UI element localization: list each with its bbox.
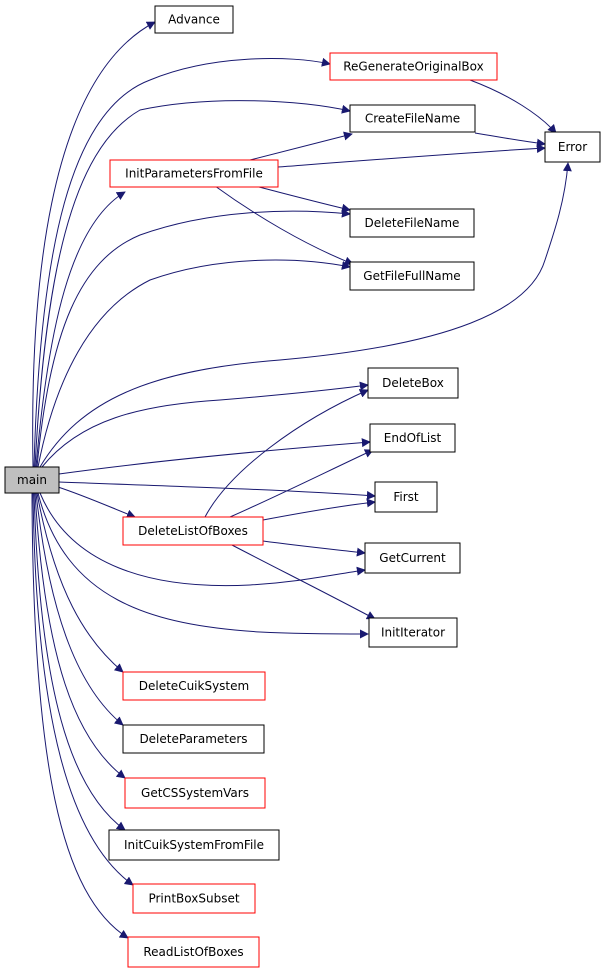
node-first[interactable]: First: [374, 481, 438, 513]
edge-deletelist-endoflist: [229, 449, 374, 518]
edge-initparams-error: [277, 143, 546, 168]
node-printbox[interactable]: PrintBoxSubset: [132, 883, 256, 914]
node-getcurrent[interactable]: GetCurrent: [364, 542, 461, 574]
node-printbox-label: PrintBoxSubset: [148, 892, 239, 906]
edge-main-deletecuik: [36, 492, 124, 673]
node-advance-label: Advance: [168, 13, 220, 27]
edge-main-getfilefullname: [37, 259, 351, 468]
edge-main-readlist: [31, 492, 129, 939]
edge-main-error: [39, 162, 572, 468]
node-deletecuik[interactable]: DeleteCuikSystem: [122, 671, 266, 701]
node-createfilename-label: CreateFileName: [365, 112, 460, 126]
node-initcuik[interactable]: InitCuikSystemFromFile: [108, 829, 280, 861]
node-deletelist-label: DeleteListOfBoxes: [138, 524, 248, 538]
node-deletefilename[interactable]: DeleteFileName: [349, 208, 475, 238]
node-deletebox-label: DeleteBox: [382, 376, 444, 390]
edge-main-advance: [32, 21, 156, 468]
node-initparams[interactable]: InitParametersFromFile: [109, 159, 279, 188]
edge-deletelist-first: [262, 498, 376, 521]
node-deletefilename-label: DeleteFileName: [365, 216, 460, 230]
nodes: main Advance ReGenerateOriginalBox Creat…: [4, 5, 601, 968]
node-advance[interactable]: Advance: [154, 5, 234, 34]
node-initparams-label: InitParametersFromFile: [125, 167, 263, 181]
node-regenerate-label: ReGenerateOriginalBox: [343, 60, 484, 74]
node-initcuik-label: InitCuikSystemFromFile: [124, 838, 264, 852]
edge-main-createfilename: [34, 100, 351, 468]
node-getcurrent-label: GetCurrent: [379, 551, 446, 565]
edge-main-endoflist: [58, 438, 371, 475]
node-inititerator[interactable]: InitIterator: [368, 617, 458, 648]
edge-main-first: [58, 481, 376, 500]
edge-regenerate-error: [469, 79, 557, 134]
edge-deletelist-inititerator: [229, 543, 376, 620]
edge-main-deletefilename: [36, 208, 351, 468]
edge-initparams-getfilefullname: [214, 185, 354, 266]
edge-main-getcurrent: [39, 492, 366, 587]
node-main[interactable]: main: [4, 466, 60, 494]
edge-main-deletelist: [57, 486, 136, 519]
edge-main-getcssystem: [34, 492, 126, 779]
edges: [31, 21, 572, 939]
edge-main-regenerate: [33, 57, 331, 468]
node-getfilefullname[interactable]: GetFileFullName: [349, 261, 475, 291]
node-first-label: First: [393, 490, 419, 504]
node-main-label: main: [17, 473, 47, 487]
node-deleteparams-label: DeleteParameters: [139, 732, 247, 746]
node-createfilename[interactable]: CreateFileName: [349, 104, 476, 133]
node-deletelist[interactable]: DeleteListOfBoxes: [122, 516, 264, 546]
node-readlist-label: ReadListOfBoxes: [143, 945, 243, 959]
edge-deletelist-deletebox: [204, 389, 369, 518]
node-regenerate[interactable]: ReGenerateOriginalBox: [329, 52, 498, 81]
edge-initparams-deletefilename: [254, 185, 351, 213]
node-endoflist[interactable]: EndOfList: [369, 423, 456, 453]
node-deleteparams[interactable]: DeleteParameters: [122, 724, 265, 754]
node-getfilefullname-label: GetFileFullName: [363, 269, 460, 283]
node-endoflist-label: EndOfList: [384, 431, 442, 445]
edge-main-printbox: [32, 492, 134, 886]
edge-createfilename-error: [474, 132, 546, 148]
edge-main-deleteparams: [35, 492, 124, 726]
node-error-label: Error: [558, 140, 587, 154]
edge-main-deletebox: [41, 381, 369, 468]
edge-main-inititerator: [37, 492, 369, 639]
node-deletecuik-label: DeleteCuikSystem: [139, 679, 249, 693]
node-getcssystem-label: GetCSSystemVars: [141, 786, 249, 800]
edge-deletelist-getcurrent: [262, 540, 366, 557]
node-getcssystem[interactable]: GetCSSystemVars: [124, 777, 266, 809]
node-inititerator-label: InitIterator: [381, 626, 445, 640]
edge-main-initparams: [35, 191, 126, 468]
edge-initparams-createfilename: [249, 131, 353, 161]
edge-main-initcuik: [33, 492, 126, 831]
node-deletebox[interactable]: DeleteBox: [367, 367, 459, 399]
node-error[interactable]: Error: [544, 131, 601, 163]
node-readlist[interactable]: ReadListOfBoxes: [127, 936, 260, 968]
